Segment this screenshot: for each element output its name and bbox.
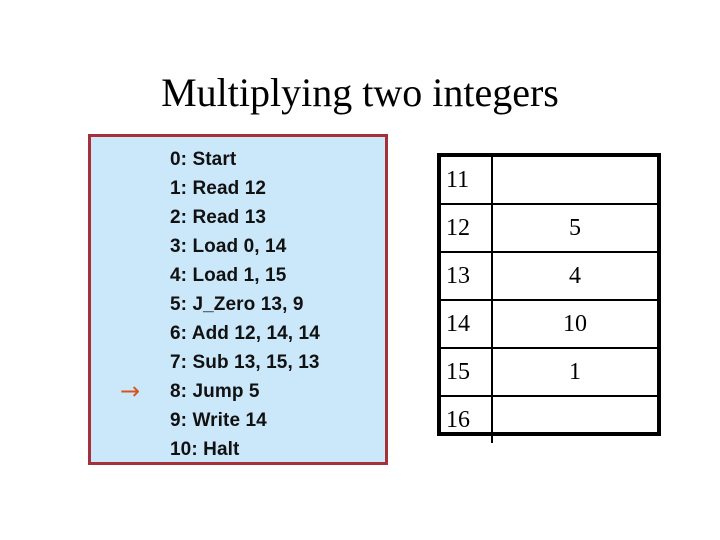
page-title: Multiplying two integers xyxy=(161,70,559,115)
memory-value-cell xyxy=(491,395,657,443)
program-instruction-list: 0: Start 1: Read 12 2: Read 13 3: Load 0… xyxy=(170,145,320,464)
table-row: 14 10 xyxy=(441,299,657,349)
current-instruction-arrow-icon: → xyxy=(119,377,141,405)
program-listing-panel: → 0: Start 1: Read 12 2: Read 13 3: Load… xyxy=(88,134,388,465)
memory-address-cell: 14 xyxy=(441,299,493,349)
memory-value-cell: 1 xyxy=(491,347,657,397)
table-row: 13 4 xyxy=(441,251,657,301)
memory-value-cell: 10 xyxy=(491,299,657,349)
list-item: 2: Read 13 xyxy=(170,207,267,228)
memory-value-cell: 5 xyxy=(491,203,657,253)
table-row: 11 xyxy=(441,157,657,205)
table-row: 16 xyxy=(441,395,657,443)
memory-table: 11 12 5 13 4 14 10 15 1 16 xyxy=(437,153,661,443)
table-row: 15 1 xyxy=(441,347,657,397)
memory-value-cell xyxy=(491,157,657,205)
list-item: 10: Halt xyxy=(170,439,240,460)
list-item: 1: Read 12 xyxy=(170,178,267,199)
memory-address-cell: 11 xyxy=(441,157,493,205)
list-item: 4: Load 1, 15 xyxy=(170,265,287,286)
table-row: 12 5 xyxy=(441,203,657,253)
memory-address-cell: 16 xyxy=(441,395,493,443)
list-item: 7: Sub 13, 15, 13 xyxy=(170,352,320,373)
memory-address-cell: 13 xyxy=(441,251,493,301)
list-item: 3: Load 0, 14 xyxy=(170,236,287,257)
list-item: 6: Add 12, 14, 14 xyxy=(170,323,320,344)
list-item: 9: Write 14 xyxy=(170,410,267,431)
list-item: 8: Jump 5 xyxy=(170,381,260,402)
list-item: 0: Start xyxy=(170,149,237,170)
memory-value-cell: 4 xyxy=(491,251,657,301)
memory-address-cell: 12 xyxy=(441,203,493,253)
memory-address-cell: 15 xyxy=(441,347,493,397)
list-item: 5: J_Zero 13, 9 xyxy=(170,294,304,315)
